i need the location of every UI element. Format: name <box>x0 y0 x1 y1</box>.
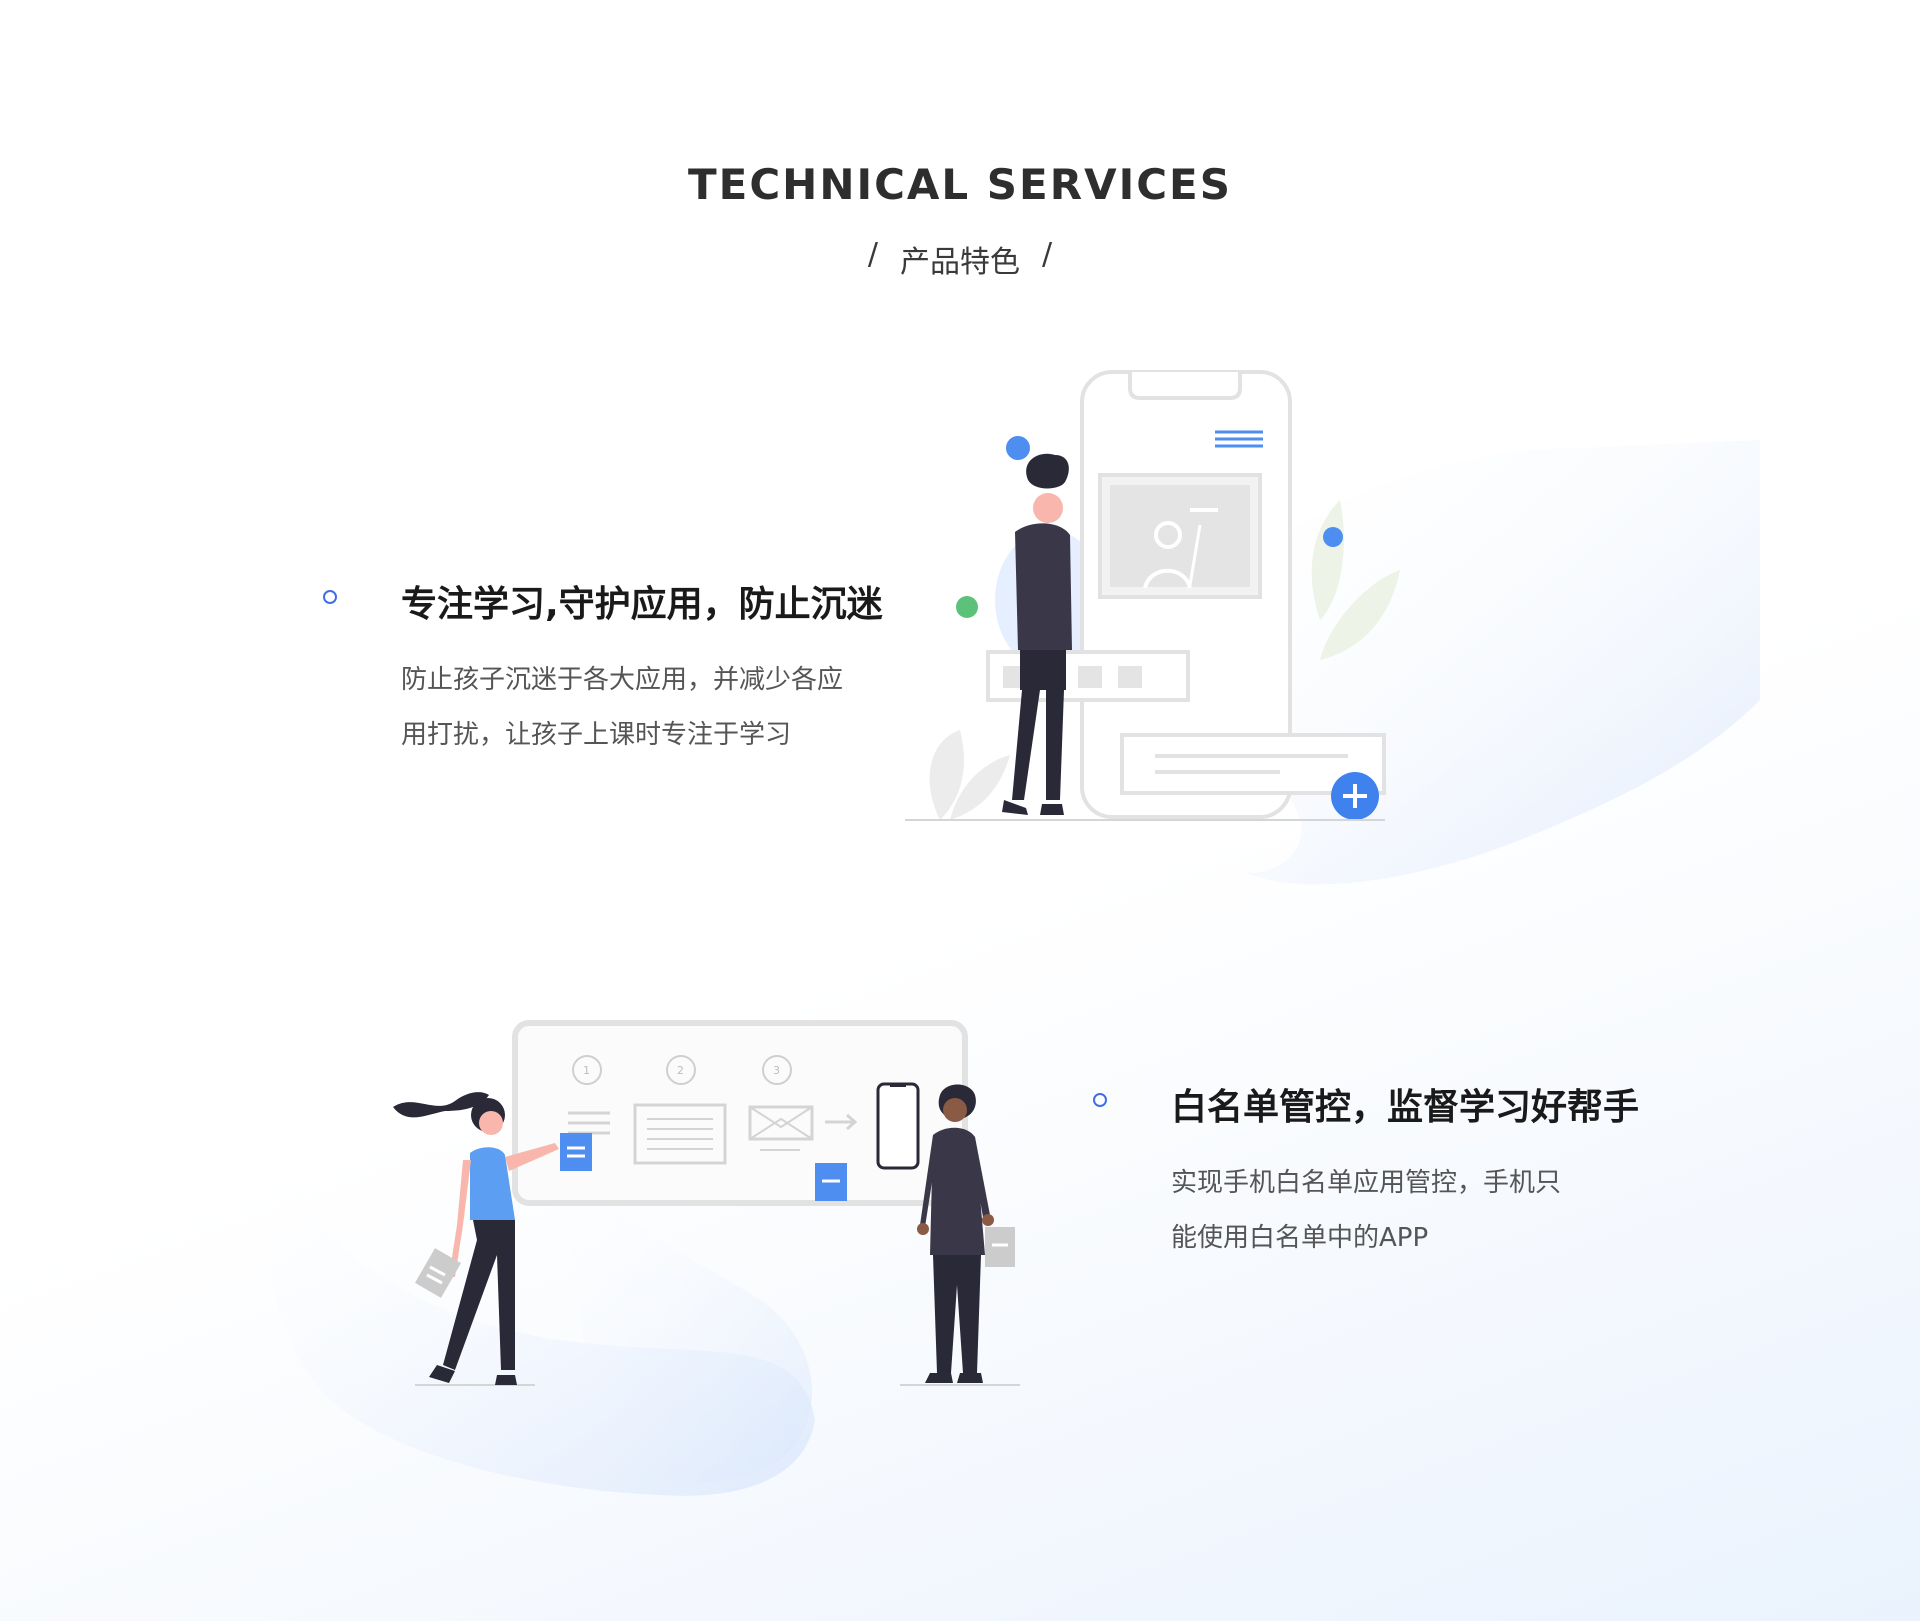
svg-text:3: 3 <box>773 1064 780 1077</box>
feature-title: 白名单管控，监督学习好帮手 <box>1171 1087 1640 1128</box>
feature-description: 实现手机白名单应用管控，手机只 能使用白名单中的APP <box>1171 1156 1691 1266</box>
section-header: TECHNICAL SERVICES / 产品特色 / <box>0 160 1920 281</box>
subtitle-text: 产品特色 <box>900 245 1020 280</box>
feature-description-line: 防止孩子沉迷于各大应用，并减少各应 <box>401 665 844 695</box>
feature-description-line: 实现手机白名单应用管控，手机只 <box>1171 1168 1562 1198</box>
phone-person-illustration <box>905 370 1400 821</box>
subtitle-slash-right: / <box>1042 237 1053 272</box>
feature-title: 专注学习,守护应用，防止沉迷 <box>401 584 883 625</box>
svg-text:2: 2 <box>677 1064 684 1077</box>
feature-description-line: 用打扰，让孩子上课时专注于学习 <box>401 720 792 750</box>
bullet-circle-icon <box>1093 1093 1107 1107</box>
whiteboard-people-illustration: 1 2 3 <box>393 1020 1020 1386</box>
page-title: TECHNICAL SERVICES <box>688 160 1232 209</box>
page-subtitle: / 产品特色 / <box>0 237 1920 281</box>
bullet-circle-icon <box>323 590 337 604</box>
feature-item-whitelist: 白名单管控，监督学习好帮手 实现手机白名单应用管控，手机只 能使用白名单中的AP… <box>1093 1078 1691 1266</box>
svg-text:1: 1 <box>583 1064 590 1077</box>
subtitle-slash-left: / <box>867 237 878 272</box>
feature-description-line: 能使用白名单中的APP <box>1171 1223 1429 1253</box>
feature-description: 防止孩子沉迷于各大应用，并减少各应 用打扰，让孩子上课时专注于学习 <box>401 653 921 763</box>
menu-icon <box>1215 430 1263 448</box>
feature-item-focus: 专注学习,守护应用，防止沉迷 防止孩子沉迷于各大应用，并减少各应 用打扰，让孩子… <box>323 575 921 763</box>
